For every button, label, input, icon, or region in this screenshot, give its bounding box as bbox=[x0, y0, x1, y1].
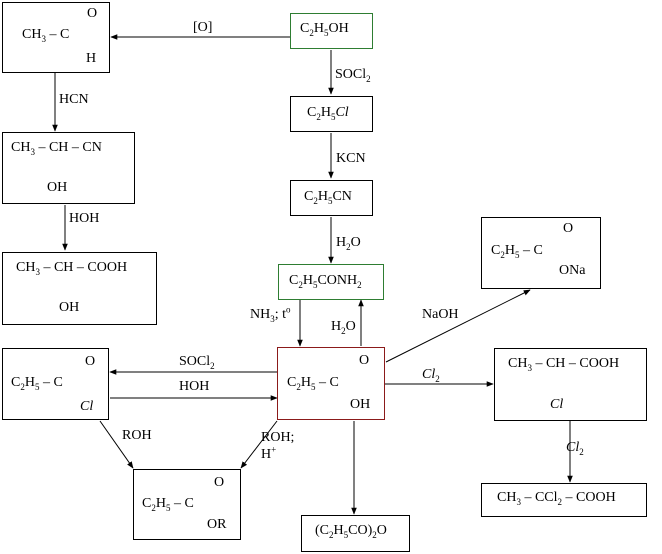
formula-acyl-chloride: C2H5 – C bbox=[11, 375, 63, 392]
group-acid-oh: OH bbox=[350, 397, 371, 412]
box-ethanol bbox=[290, 13, 373, 49]
formula-propanoic-acid: C2H5 – C bbox=[287, 375, 339, 392]
group-ester-or: OR bbox=[207, 517, 227, 532]
box-chloro-acid bbox=[494, 348, 647, 421]
box-dichloro-acid bbox=[481, 483, 647, 517]
box-acetaldehyde bbox=[2, 2, 110, 73]
reagent-hoh-mid: HOH bbox=[179, 379, 210, 394]
reagent-hcn: HCN bbox=[59, 92, 89, 107]
formula-cyanohydrin: CH3 – CH – CN bbox=[11, 140, 102, 157]
formula-chloroethane: C2H5Cl bbox=[307, 105, 349, 122]
box-anhydride bbox=[301, 515, 410, 552]
box-propanoic-acid bbox=[277, 347, 385, 420]
box-lactic-acid bbox=[2, 252, 157, 325]
atom-ester-o: O bbox=[214, 475, 225, 490]
atom-acid-o: O bbox=[359, 353, 370, 368]
group-salt-ona: ONa bbox=[559, 263, 586, 278]
formula-dichloro-acid: CH3 – CCl2 – COOH bbox=[497, 490, 616, 507]
atom-chloro-cl: Cl bbox=[550, 397, 564, 412]
atom-acetaldehyde-h: H bbox=[86, 51, 97, 66]
box-propionitrile bbox=[290, 180, 373, 216]
reagent-nh3-t: NH3; to bbox=[250, 304, 291, 324]
reagent-h2o-top: H2O bbox=[336, 235, 361, 252]
atom-acetaldehyde-o: O bbox=[87, 6, 98, 21]
formula-ester: C2H5 – C bbox=[142, 496, 194, 513]
reagent-h2o-mid: H2O bbox=[331, 319, 356, 336]
box-ester bbox=[133, 469, 241, 540]
atom-salt-o: O bbox=[563, 221, 574, 236]
reagent-cl2-down: Cl2 bbox=[566, 440, 584, 457]
box-propanamide bbox=[278, 264, 384, 300]
box-cyanohydrin bbox=[2, 132, 135, 204]
group-lactic-acid-oh: OH bbox=[59, 300, 80, 315]
arrow-roh-h bbox=[240, 420, 278, 469]
box-chloroethane bbox=[290, 96, 373, 132]
reagent-hoh-left: HOH bbox=[69, 211, 100, 226]
formula-lactic-acid: CH3 – CH – COOH bbox=[16, 260, 128, 277]
formula-acetaldehyde: CH3 – C bbox=[22, 27, 70, 44]
formula-anhydride: (C2H5CO)2O bbox=[315, 523, 387, 540]
atom-acyl-o: O bbox=[85, 354, 96, 369]
reagent-naoh: NaOH bbox=[422, 307, 459, 322]
formula-sodium-salt: C2H5 – C bbox=[491, 243, 543, 260]
reagent-cl2-right: Cl2 bbox=[422, 367, 440, 384]
arrow-naoh bbox=[385, 289, 531, 363]
formula-chloro-acid: CH3 – CH – COOH bbox=[508, 356, 620, 373]
formula-ethanol: C2H5OH bbox=[300, 21, 349, 38]
box-acyl-chloride bbox=[2, 348, 109, 420]
atom-acyl-cl: Cl bbox=[80, 399, 94, 414]
reagent-socl2-top: SOCl2 bbox=[335, 67, 371, 84]
formula-propionitrile: C2H5CN bbox=[304, 189, 352, 206]
formula-propanamide: C2H5CONH2 bbox=[289, 273, 362, 290]
reagent-roh-left: ROH bbox=[122, 428, 152, 443]
reagent-socl2-mid: SOCl2 bbox=[179, 354, 215, 371]
reagent-kcn: KCN bbox=[336, 151, 366, 166]
reagent-oxidation: [O] bbox=[193, 20, 213, 35]
box-sodium-salt bbox=[481, 217, 601, 289]
reagent-roh-h: ROH;H+ bbox=[261, 430, 295, 462]
arrow-roh-left bbox=[99, 420, 134, 469]
group-cyanohydrin-oh: OH bbox=[47, 180, 68, 195]
